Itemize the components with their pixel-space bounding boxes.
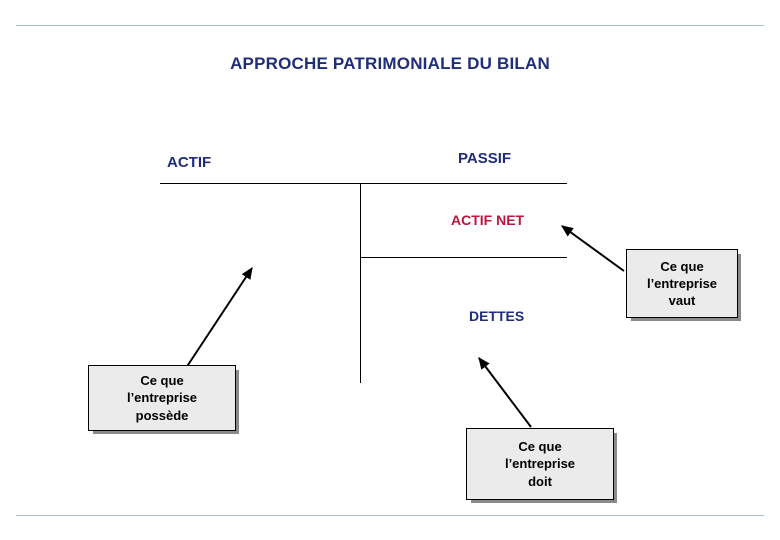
arrow-possede-to-actif: [185, 266, 253, 369]
page-title: APPROCHE PATRIMONIALE DU BILAN: [230, 54, 550, 73]
balance-vertical-divider: [360, 183, 361, 383]
column-heading-actif: ACTIF: [167, 154, 212, 171]
slide-bottom-divider: [16, 515, 764, 516]
column-heading-passif: PASSIF: [458, 150, 512, 167]
section-label-dettes: DETTES: [469, 308, 525, 324]
balance-top-rule: [160, 183, 567, 184]
slide-top-divider: [16, 25, 764, 26]
balance-middle-rule: [360, 257, 567, 258]
section-label-actif-net: ACTIF NET: [451, 212, 525, 228]
arrow-doit-to-dettes: [478, 357, 532, 428]
arrow-vaut-to-actif-net: [561, 225, 625, 272]
